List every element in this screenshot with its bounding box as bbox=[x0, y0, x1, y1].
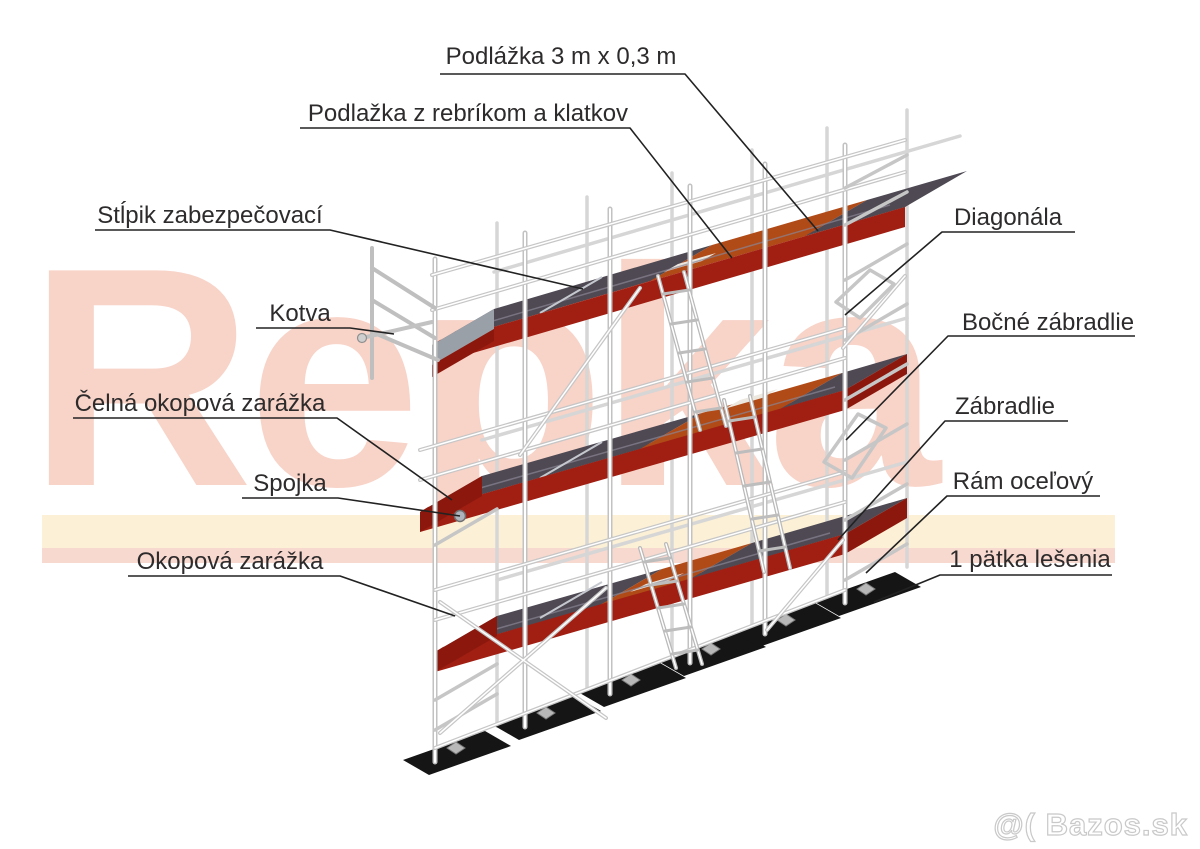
side-guardrail-brackets bbox=[822, 268, 896, 480]
leader-zabradlie bbox=[837, 420, 1068, 541]
label-kotva: Kotva bbox=[269, 300, 331, 327]
scaffold-near-frame bbox=[356, 138, 909, 765]
label-spojka: Spojka bbox=[253, 470, 327, 497]
safety-post-assembly bbox=[370, 246, 440, 380]
site-watermark: @( Bazos.sk bbox=[993, 806, 1188, 842]
leader-diagonala bbox=[844, 231, 1075, 316]
base-plates bbox=[403, 572, 921, 775]
label-podlazka-3m: Podlážka 3 m x 0,3 m bbox=[446, 43, 677, 70]
leader-bocne-zabradlie bbox=[845, 335, 1135, 441]
label-celna-okopova: Čelná okopová zarážka bbox=[75, 389, 326, 417]
diagonal-braces bbox=[438, 274, 907, 735]
wall-anchor bbox=[356, 320, 434, 344]
leader-spojka bbox=[242, 497, 461, 517]
part-labels: Podlážka 3 m x 0,3 m Podlažka z rebríkom… bbox=[75, 43, 1134, 575]
label-patka: 1 pätka lešenia bbox=[949, 546, 1111, 573]
leader-celna-okopova bbox=[73, 417, 453, 501]
leader-kotva bbox=[256, 327, 395, 335]
label-stlpik: Stĺpik zabezpečovací bbox=[97, 201, 323, 229]
label-okopova: Okopová zarážka bbox=[137, 548, 324, 575]
ladders bbox=[638, 270, 792, 670]
label-zabradlie: Zábradlie bbox=[955, 393, 1055, 420]
ladder-middle bbox=[722, 394, 792, 574]
label-bocne-zabradlie: Bočné zábradlie bbox=[962, 309, 1134, 336]
leader-patka bbox=[873, 574, 1112, 603]
leader-stlpik bbox=[95, 229, 584, 290]
label-diagonala: Diagonála bbox=[954, 204, 1063, 231]
ladder-ground bbox=[638, 542, 704, 670]
leader-okopova bbox=[128, 575, 456, 617]
leader-podlazka-rebrik bbox=[300, 127, 733, 259]
watermark-yellow-band bbox=[42, 515, 1115, 548]
leader-ram-ocelovy bbox=[865, 495, 1100, 574]
leader-lines bbox=[73, 73, 1135, 617]
label-ram-ocelovy: Rám oceľový bbox=[953, 468, 1093, 495]
ladder-top bbox=[656, 270, 728, 432]
leader-podlazka-3m bbox=[440, 73, 819, 232]
label-podlazka-rebrik: Podlažka z rebríkom a klatkov bbox=[308, 100, 628, 127]
